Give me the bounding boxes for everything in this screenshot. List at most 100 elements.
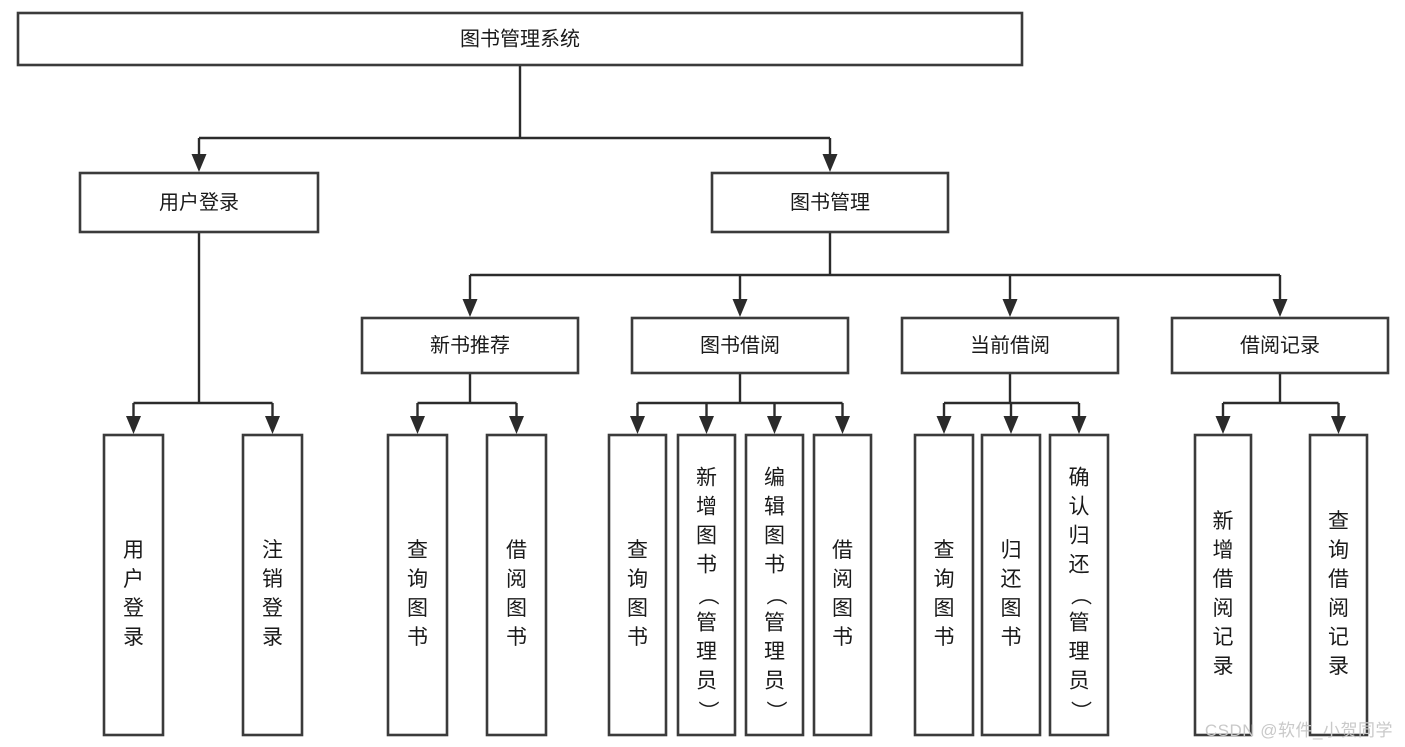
node-layer: 图书管理系统用户登录图书管理新书推荐图书借阅当前借阅借阅记录用户登录注销登录查询…: [16, 11, 1390, 737]
connector-arrowhead: [822, 154, 838, 172]
node-box: [630, 316, 850, 375]
node-label-char: 询: [1328, 539, 1349, 562]
node-label-char: 查: [1328, 510, 1349, 533]
node-label: 图书管理: [790, 191, 870, 214]
node-label-char: （: [696, 585, 719, 606]
node-label-char: 阅: [832, 568, 853, 591]
node-box: [607, 433, 668, 737]
node-box: [241, 433, 304, 737]
node-label-char: ）: [764, 701, 787, 722]
node-label-char: 查: [934, 539, 955, 562]
connector-arrowhead: [1071, 416, 1087, 434]
node-label-char: 询: [934, 568, 955, 591]
node-label-char: 注: [262, 539, 283, 562]
connector-arrowhead: [630, 416, 645, 434]
node-label-char: 理: [696, 641, 717, 664]
node-box: [1308, 433, 1369, 737]
connector-group-借阅记录: [1215, 373, 1346, 434]
node-label-char: 图: [832, 597, 853, 620]
node-label: 图书管理系统: [460, 27, 580, 50]
node-box: [78, 171, 320, 234]
node-label-char: 查: [627, 539, 648, 562]
node-root-0-图书管理系统[interactable]: 图书管理系统: [16, 11, 1024, 67]
node-label-char: 询: [407, 568, 428, 591]
node-label: 新书推荐: [430, 334, 510, 357]
connector-group-图书借阅: [630, 373, 850, 434]
node-l1-0-用户登录[interactable]: 用户登录: [78, 171, 320, 234]
node-box: [360, 316, 580, 375]
node-label-char: 阅: [506, 568, 527, 591]
node-box: [676, 433, 737, 737]
node-label-char: 书: [934, 626, 955, 649]
node-label-char: 查: [407, 539, 428, 562]
connector-arrowhead: [1215, 416, 1231, 434]
node-box: [744, 433, 805, 737]
connector-arrowhead: [1272, 299, 1288, 317]
node-label-char: 还: [1001, 568, 1022, 591]
node-label-char: 借: [506, 539, 527, 562]
connector-arrowhead: [265, 416, 280, 434]
node-l1-1-图书管理[interactable]: 图书管理: [710, 171, 950, 234]
connector-group-book-management: [462, 232, 1288, 317]
connector-arrowhead: [835, 416, 850, 434]
connector-group-root: [191, 65, 838, 172]
node-label-char: 借: [1213, 568, 1234, 591]
node-label: 当前借阅: [970, 334, 1050, 357]
connector-arrowhead: [462, 299, 478, 317]
node-box: [913, 433, 975, 737]
node-label-char: （: [1068, 585, 1091, 606]
connector-layer: [126, 65, 1346, 434]
node-label-char: 管: [696, 612, 717, 635]
connector-arrowhead: [1331, 416, 1346, 434]
node-label-char: 归: [1001, 539, 1022, 562]
node-label-char: 理: [764, 641, 785, 664]
connector-group-user-login: [126, 232, 280, 434]
node-box: [16, 11, 1024, 67]
node-box: [980, 433, 1042, 737]
node-l2-1-图书借阅[interactable]: 图书借阅: [630, 316, 850, 375]
node-label-vertical: 用户登录: [123, 539, 144, 649]
node-label-char: 确: [1069, 467, 1090, 490]
node-label-char: 图: [407, 597, 428, 620]
node-label-char: 书: [627, 626, 648, 649]
connector-arrowhead: [509, 416, 524, 434]
node-l2-0-新书推荐[interactable]: 新书推荐: [360, 316, 580, 375]
node-label-char: 增: [696, 496, 717, 519]
csdn-watermark: CSDN @软件_小贺同学: [1204, 721, 1393, 740]
node-label-char: 记: [1328, 626, 1349, 649]
node-leaf-0-用户登录[interactable]: 用户登录: [102, 433, 165, 737]
node-box: [1193, 433, 1253, 737]
node-label-char: 增: [1213, 539, 1234, 562]
node-l2-2-当前借阅[interactable]: 当前借阅: [900, 316, 1120, 375]
node-box: [710, 171, 950, 234]
node-label-char: 登: [123, 597, 144, 620]
connector-arrowhead: [126, 416, 141, 434]
node-label-char: 登: [262, 597, 283, 620]
node-label-char: 认: [1069, 496, 1090, 519]
connector-group-当前借阅: [936, 373, 1087, 434]
node-l2-3-借阅记录[interactable]: 借阅记录: [1170, 316, 1390, 375]
connector-arrowhead: [410, 416, 425, 434]
node-label-char: 录: [1213, 655, 1234, 678]
node-box: [102, 433, 165, 737]
